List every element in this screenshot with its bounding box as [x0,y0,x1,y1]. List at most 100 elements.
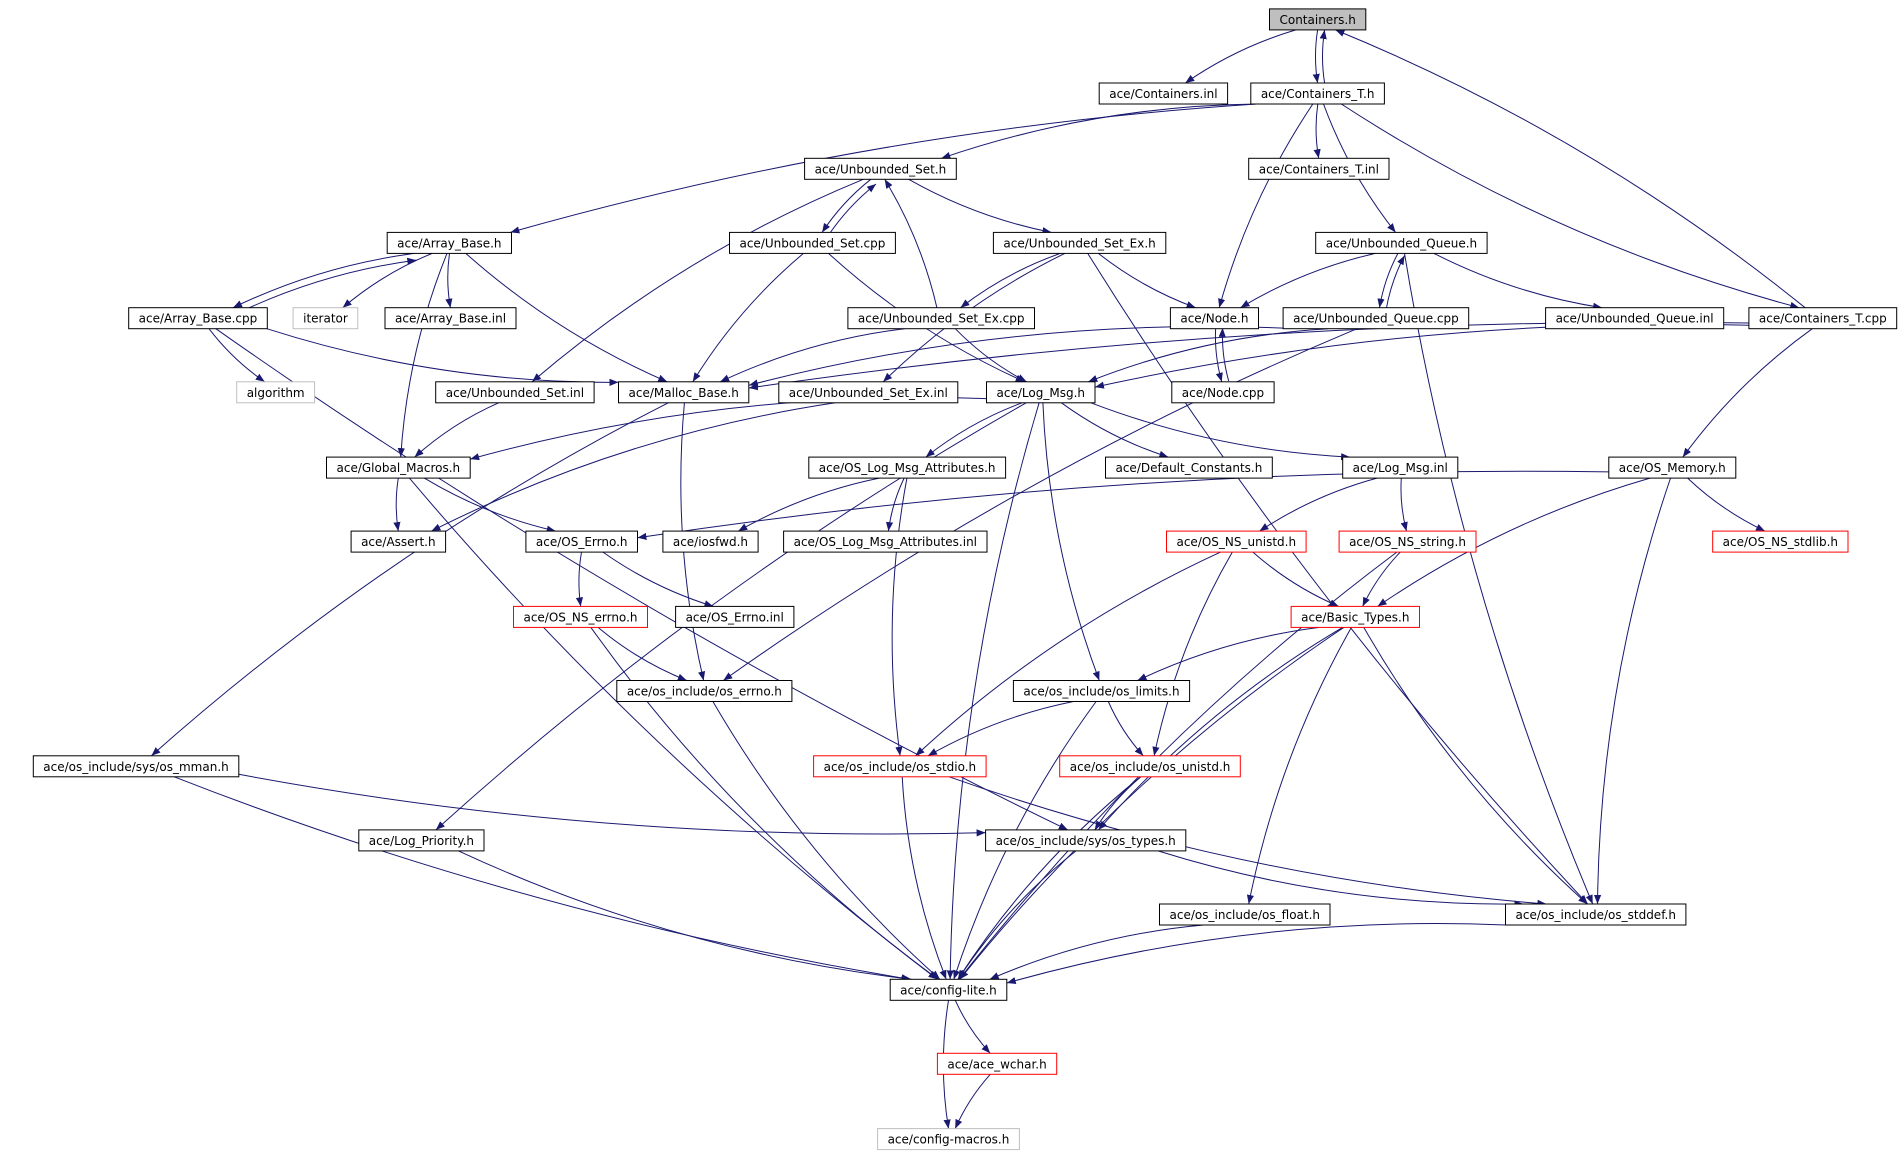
node-box [1250,82,1385,105]
node-box [616,680,793,702]
edge-unbounded-set-inl-to-global-macros-h [414,402,499,458]
node-label: algorithm [247,386,305,400]
edge-containers-t-cpp-to-containers-h [1335,29,1806,309]
edge-os-memory-h-to-basic-types-h [1377,477,1651,607]
edge-array-base-h-to-iterator [342,252,433,309]
node-box [358,829,485,852]
node-box [1248,157,1390,180]
edge-os-include-os-unistd-h-to-os-include-sys-os-types-h [1094,776,1142,831]
node-box [1159,903,1331,926]
node-ace-node-cpp: ace/Node.cpp [1171,381,1275,404]
node-box [1059,755,1241,778]
edge-os-log-msg-attributes-h-to-os-log-msg-attributes-inl [885,477,905,532]
edge-os-ns-unistd-h-to-basic-types-h [1252,551,1339,607]
node-ace-os-errno-h: ace/OS_Errno.h [525,530,639,553]
edge-unbounded-set-ex-h-to-unbounded-set-ex-cpp [960,252,1061,309]
edge-containers-t-h-to-containers-h [1319,29,1327,84]
edge-log-msg-inl-to-os-ns-string-h [1400,478,1408,532]
node-box [525,530,639,553]
node-label: ace/OS_Memory.h [1619,461,1726,475]
edge-os-ns-errno-h-to-os-include-os-errno-h [597,627,687,681]
node-ace-os-include-os-stdio-h: ace/os_include/os_stdio.h [813,755,987,778]
edge-os-include-os-limits-h-to-os-include-os-unistd-h [1107,701,1144,757]
edge-os-include-os-errno-h-to-config-lite-h [712,701,941,980]
edge-containers-t-h-to-array-base-h [510,103,1257,234]
edge-array-base-cpp-to-algorithm [208,328,265,383]
edge-unbounded-set-cpp-to-unbounded-set-h [826,183,877,238]
node-ace-log-msg-inl: ace/Log_Msg.inl [1342,456,1459,479]
node-ace-array-base-h: ace/Array_Base.h [386,231,513,254]
node-ace-unbounded-set-ex-cpp: ace/Unbounded_Set_Ex.cpp [847,307,1036,330]
node-label: ace/os_include/os_stddef.h [1516,908,1676,922]
edge-log-msg-h-to-default-constants-h [1061,402,1169,458]
edge-os-include-sys-os-mman-h-to-config-lite-h [174,776,911,982]
node-ace-unbounded-queue-inl: ace/Unbounded_Queue.inl [1545,307,1725,330]
node-label: ace/Log_Msg.h [997,386,1085,400]
edge-os-memory-h-to-os-include-os-stddef-h [1594,477,1671,905]
edge-array-base-cpp-to-os-include-sys-os-types-h [215,328,1069,831]
node-label: ace/Array_Base.h [397,236,501,250]
node-label: ace/Default_Constants.h [1115,461,1262,475]
edge-containers-h-to-containers-inl [1185,29,1296,84]
node-label: ace/os_include/sys/os_mman.h [43,760,229,774]
node-label: ace/OS_NS_stdlib.h [1723,535,1838,549]
edge-log-msg-h-to-os-include-os-limits-h [1042,402,1100,681]
node-label: ace/Assert.h [361,535,436,549]
edge-log-msg-h-to-log-msg-inl [1090,402,1351,461]
node-box [618,381,750,404]
node-label: ace/Unbounded_Queue.cpp [1293,312,1459,326]
edge-containers-t-cpp-to-log-msg-h [1094,323,1749,389]
node-label: ace/os_include/os_limits.h [1023,685,1179,699]
edge-os-include-os-stddef-h-to-config-lite-h [1006,923,1506,985]
node-label: ace/Unbounded_Queue.h [1326,236,1477,250]
node-ace-os-ns-unistd-h: ace/OS_NS_unistd.h [1166,530,1307,553]
node-label: ace/Unbounded_Queue.inl [1556,312,1714,326]
node-ace-os-include-os-errno-h: ace/os_include/os_errno.h [616,680,793,702]
node-containers-h: Containers.h [1269,8,1367,31]
edge-containers-t-cpp-to-malloc-base-h [748,321,1749,391]
node-box [986,381,1096,404]
node-ace-ace-wchar-h: ace/ace_wchar.h [936,1052,1058,1075]
edge-log-msg-h-to-log-priority-h [435,402,1027,831]
node-algorithm: algorithm [236,381,316,404]
edge-array-base-cpp-to-malloc-base-h [266,328,619,386]
node-label: ace/OS_NS_unistd.h [1176,535,1296,549]
node-box [808,456,1007,479]
node-label: ace/Unbounded_Set_Ex.h [1003,236,1155,250]
node-ace-os-include-os-stddef-h: ace/os_include/os_stddef.h [1505,903,1687,926]
node-ace-unbounded-queue-cpp: ace/Unbounded_Queue.cpp [1282,307,1470,330]
edge-ace-wchar-h-to-config-macros-h [954,1073,991,1129]
node-label: ace/Log_Priority.h [369,834,474,848]
node-label: ace/Array_Base.cpp [139,312,258,326]
node-label: ace/Node.cpp [1182,386,1264,400]
node-ace-config-macros-h: ace/config-macros.h [877,1128,1020,1151]
node-box [1608,456,1737,479]
edge-os-log-msg-attributes-h-to-iosfwd-h [738,477,880,532]
edge-os-ns-string-h-to-config-lite-h [958,551,1398,980]
node-label: ace/os_include/os_errno.h [627,685,782,699]
node-label: ace/Containers_T.inl [1259,162,1379,176]
edge-os-include-os-stdio-h-to-config-lite-h [901,776,947,980]
node-ace-os-include-os-limits-h: ace/os_include/os_limits.h [1012,680,1191,702]
edge-os-include-sys-os-types-h-to-config-lite-h [957,850,1077,980]
node-box [1290,605,1420,628]
node-box [513,605,648,628]
node-ace-os-memory-h: ace/OS_Memory.h [1608,456,1737,479]
node-label: ace/OS_Log_Msg_Attributes.h [819,461,996,475]
edge-os-include-os-float-h-to-config-lite-h [989,924,1204,980]
edge-os-include-sys-os-mman-h-to-os-include-sys-os-types-h [238,773,986,837]
node-label: ace/os_include/sys/os_types.h [996,834,1176,848]
node-box [1545,307,1725,330]
edge-node-cpp-to-node-h [1218,327,1230,382]
node-ace-os-include-os-float-h: ace/os_include/os_float.h [1159,903,1331,926]
edge-os-include-os-limits-h-to-os-include-os-stdio-h [927,701,1074,757]
node-ace-config-lite-h: ace/config-lite.h [889,978,1008,1001]
edge-os-log-msg-attributes-h-to-os-include-os-stdio-h [891,478,908,756]
edge-unbounded-queue-cpp-to-os-include-os-errno-h [723,328,1358,681]
edge-log-msg-h-to-config-lite-h [946,402,1040,980]
node-label: ace/Log_Msg.inl [1353,461,1448,475]
node-label: ace/OS_Errno.inl [686,610,784,624]
edge-unbounded-queue-h-to-node-h [1240,252,1376,309]
edge-array-base-h-to-global-macros-h [397,253,448,458]
node-box [1269,8,1367,31]
